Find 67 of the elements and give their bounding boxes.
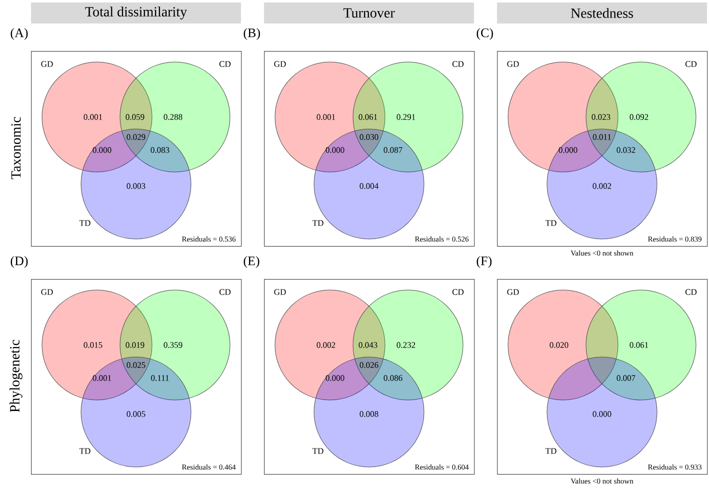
region-value: 0.001 (316, 114, 336, 120)
region-value: 0.059 (126, 114, 144, 120)
region-value: 0.087 (384, 147, 402, 153)
region-value: 0.029 (126, 134, 146, 140)
set-label: TD (80, 220, 90, 226)
region-value: 0.232 (396, 342, 416, 348)
region-value: 0.025 (126, 362, 146, 368)
column-heading: Turnover (264, 2, 474, 24)
region-value: 0.003 (126, 183, 146, 189)
region-value: 0.092 (630, 114, 648, 120)
region-value: 0.000 (326, 375, 344, 381)
set-label: CD (219, 289, 231, 295)
panel-letter: (F) (476, 256, 492, 268)
set-label: CD (452, 61, 464, 67)
region-value: 0.001 (92, 375, 112, 381)
set-label: CD (219, 61, 231, 67)
region-value: 0.008 (360, 411, 378, 417)
region-value: 0.061 (358, 114, 378, 120)
set-label: CD (452, 289, 464, 295)
region-value: 0.005 (126, 411, 146, 417)
row-label: Phylogenetic (10, 340, 22, 412)
set-label: GD (274, 61, 286, 67)
region-value: 0.000 (92, 147, 112, 153)
set-label: CD (685, 61, 697, 67)
region-value: 0.015 (84, 342, 102, 348)
panel-letter: (C) (476, 28, 493, 40)
set-label: TD (546, 448, 556, 454)
region-value: 0.026 (360, 362, 378, 368)
row-label: Taxonomic (11, 117, 21, 180)
region-value: 0.000 (558, 147, 578, 153)
set-label: GD (507, 61, 519, 67)
region-value: 0.020 (550, 342, 568, 348)
set-label: GD (274, 289, 286, 295)
region-value: 0.111 (151, 375, 169, 381)
set-label: TD (312, 448, 324, 454)
set-label: TD (312, 220, 324, 226)
panel-letter: (D) (10, 256, 28, 268)
region-value: 0.019 (126, 342, 144, 348)
region-value: 0.002 (316, 342, 336, 348)
panel-letter: (E) (244, 256, 260, 268)
region-value: 0.002 (592, 183, 612, 189)
region-value: 0.291 (396, 114, 416, 120)
panel-letter: (B) (244, 28, 260, 40)
region-value: 0.011 (592, 134, 611, 140)
panel-letter: (A) (10, 28, 28, 40)
region-value: 0.000 (326, 147, 344, 153)
set-label: GD (507, 289, 519, 295)
region-value: 0.083 (150, 147, 170, 153)
region-value: 0.004 (360, 183, 378, 189)
region-value: 0.007 (616, 375, 636, 381)
column-heading: Total dissimilarity (31, 2, 241, 24)
region-value: 0.023 (592, 114, 610, 120)
region-value: 0.030 (360, 134, 378, 140)
region-value: 0.001 (84, 114, 102, 120)
set-label: CD (685, 289, 697, 295)
column-heading: Nestedness (497, 2, 707, 24)
region-value: 0.000 (592, 411, 612, 417)
set-label: GD (41, 61, 53, 67)
set-label: GD (41, 289, 53, 295)
region-value: 0.359 (164, 342, 182, 348)
region-value: 0.086 (384, 375, 402, 381)
set-label: TD (80, 448, 90, 454)
set-label: TD (546, 220, 556, 226)
region-value: 0.288 (164, 114, 182, 120)
region-value: 0.032 (616, 147, 636, 153)
region-value: 0.061 (630, 342, 648, 348)
region-value: 0.043 (358, 342, 378, 348)
